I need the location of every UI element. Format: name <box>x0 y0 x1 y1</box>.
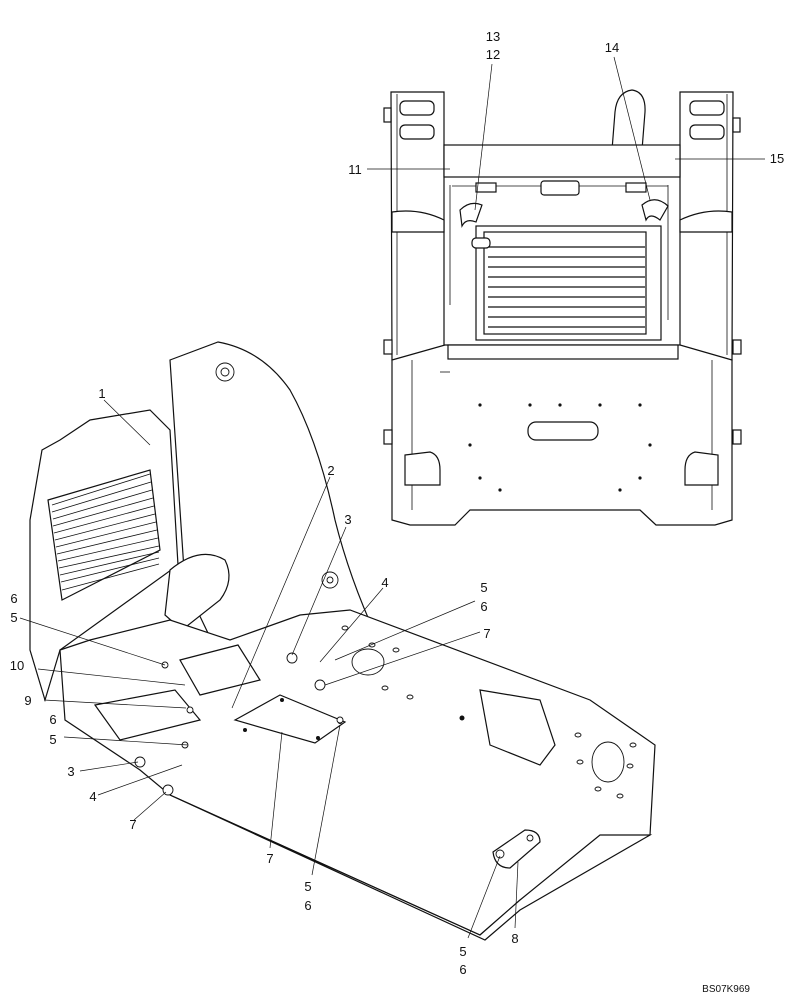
callout-11: 11 <box>348 162 362 177</box>
callout-3-upper: 3 <box>344 512 351 527</box>
rear-view-assembly <box>383 89 742 526</box>
callout-7-lower: 7 <box>129 817 136 832</box>
callout-12: 12 <box>486 47 500 62</box>
callout-6-corner: 6 <box>459 962 466 977</box>
callout-2: 2 <box>327 463 334 478</box>
callout-10: 10 <box>10 658 24 673</box>
drawing-reference: BS07K969 <box>702 984 750 995</box>
chassis-isometric-assembly <box>29 341 656 941</box>
callout-1: 1 <box>98 386 105 401</box>
callout-8: 8 <box>511 931 518 946</box>
leader-lines <box>19 56 765 939</box>
callout-4-lower: 4 <box>89 789 96 804</box>
callout-15: 15 <box>770 151 784 166</box>
callout-6-mid: 6 <box>49 712 56 727</box>
callout-5-bottom: 5 <box>304 879 311 894</box>
callout-6-bottom: 6 <box>304 898 311 913</box>
callout-7-right: 7 <box>483 626 490 641</box>
callout-5-right: 5 <box>480 580 487 595</box>
callout-9: 9 <box>24 693 31 708</box>
callout-3-lower: 3 <box>67 764 74 779</box>
callout-6-left: 6 <box>10 591 17 606</box>
callout-13: 13 <box>486 29 500 44</box>
grille-slats <box>51 473 160 591</box>
callout-7-bottom: 7 <box>266 851 273 866</box>
callout-4-upper: 4 <box>381 575 388 590</box>
callout-6-right: 6 <box>480 599 487 614</box>
callout-numbers: 13 12 14 11 15 1 2 3 4 5 6 7 6 5 10 9 6 … <box>10 29 784 977</box>
callout-5-corner: 5 <box>459 944 466 959</box>
callout-5-left: 5 <box>10 610 17 625</box>
radiator-fins <box>488 246 645 328</box>
callout-14: 14 <box>605 40 619 55</box>
callout-5-mid: 5 <box>49 732 56 747</box>
side-slots <box>341 625 637 799</box>
